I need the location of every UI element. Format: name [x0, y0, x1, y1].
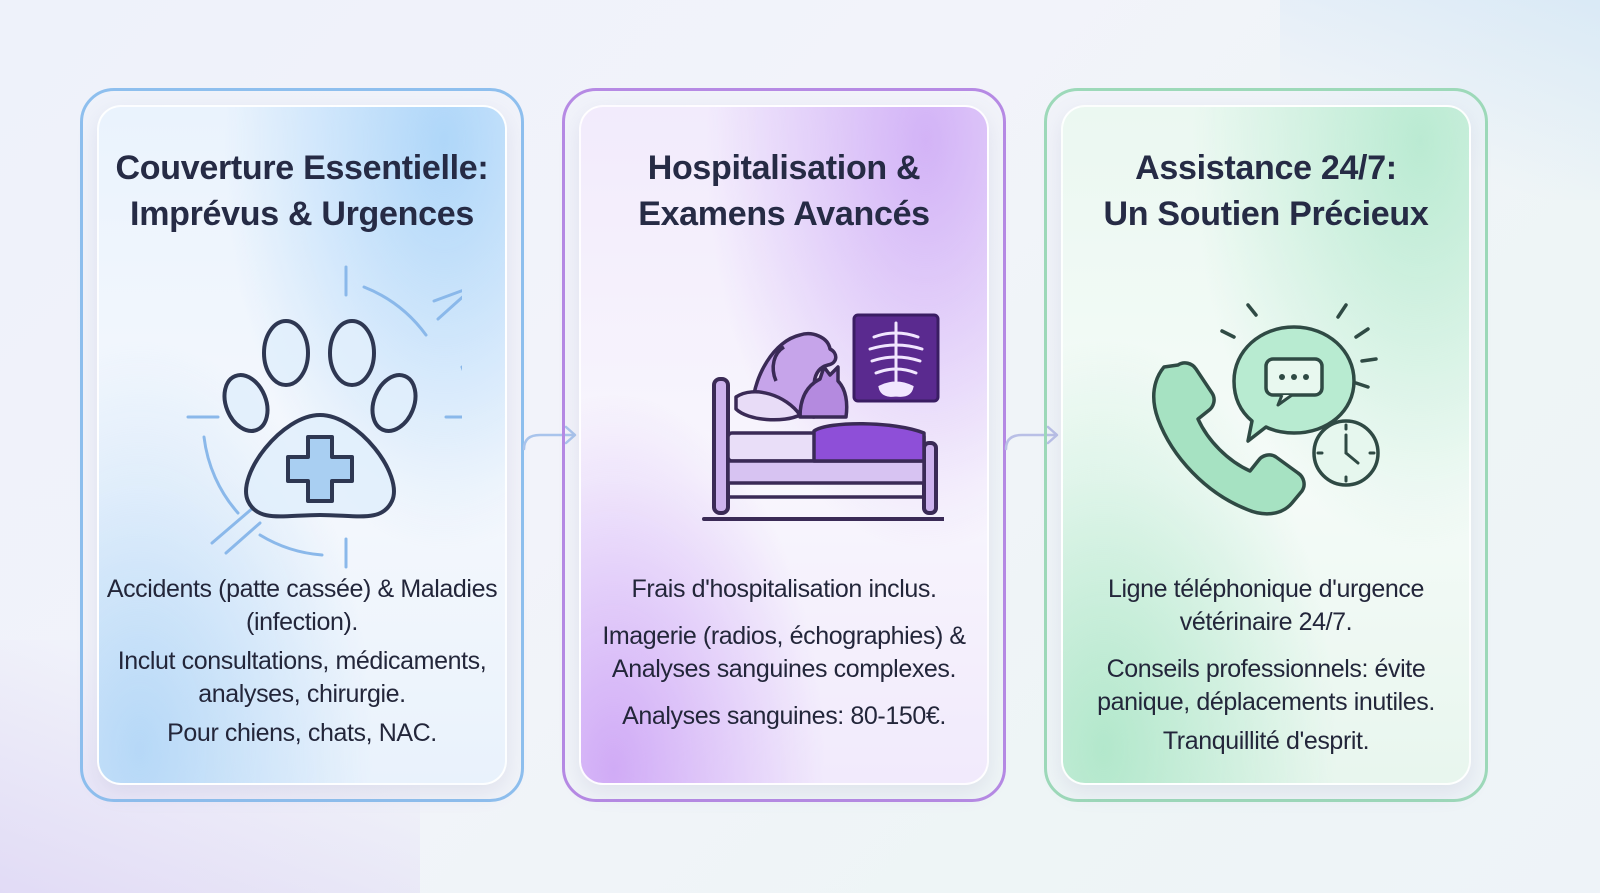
card-title: Assistance 24/7: Un Soutien Précieux: [1063, 145, 1469, 237]
card-title: Couverture Essentielle: Imprévus & Urgen…: [99, 145, 505, 237]
card-essential-coverage: Couverture Essentielle: Imprévus & Urgen…: [80, 88, 524, 802]
card-paragraph: Accidents (patte cassée) & Maladies (inf…: [106, 575, 498, 636]
card-title-line: Assistance 24/7:: [1135, 149, 1397, 187]
card-description: Frais d'hospitalisation inclus. Imagerie…: [587, 573, 981, 739]
card-panel: Couverture Essentielle: Imprévus & Urgen…: [97, 105, 507, 785]
card-paragraph: Ligne téléphonique d'urgence vétérinaire…: [1107, 575, 1425, 636]
card-description: Accidents (patte cassée) & Maladies (inf…: [105, 573, 499, 756]
flow-arrow-icon: [1004, 425, 1059, 451]
card-panel: Assistance 24/7: Un Soutien Précieux: [1061, 105, 1471, 785]
card-paragraph: Inclut consultations, médicaments, analy…: [117, 647, 487, 708]
card-assistance: Assistance 24/7: Un Soutien Précieux: [1044, 88, 1488, 802]
card-hospitalisation: Hospitalisation & Examens Avancés: [562, 88, 1006, 802]
card-paragraph: Imagerie (radios, échographies) & Analys…: [602, 622, 966, 683]
phone-chat-clock-icon: [1151, 303, 1380, 516]
card-title-line: Hospitalisation &: [647, 149, 921, 187]
card-title-line: Un Soutien Précieux: [1103, 195, 1429, 233]
paw-medical-cross-icon: [186, 265, 462, 569]
card-title-line: Imprévus & Urgences: [130, 195, 474, 233]
card-title-line: Couverture Essentielle:: [115, 149, 489, 187]
hospital-bed-xray-icon: [702, 313, 944, 521]
card-panel: Hospitalisation & Examens Avancés: [579, 105, 989, 785]
flow-arrow-icon: [522, 425, 577, 451]
card-paragraph: Frais d'hospitalisation inclus.: [631, 575, 937, 603]
card-paragraph: Pour chiens, chats, NAC.: [167, 719, 437, 747]
card-paragraph: Conseils professionnels: évite panique, …: [1097, 655, 1435, 716]
card-paragraph: Analyses sanguines: 80-150€.: [622, 702, 946, 730]
card-description: Ligne téléphonique d'urgence vétérinaire…: [1069, 573, 1463, 764]
card-title: Hospitalisation & Examens Avancés: [581, 145, 987, 237]
card-title-line: Examens Avancés: [638, 195, 930, 233]
card-paragraph: Tranquillité d'esprit.: [1162, 727, 1370, 755]
